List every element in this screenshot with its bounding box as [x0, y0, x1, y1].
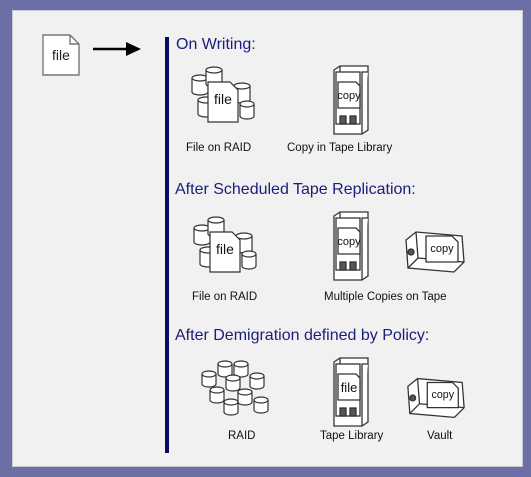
- tape-library-with-copy-icon: copy: [333, 211, 369, 281]
- raid-disks-with-file-icon: file: [193, 216, 257, 273]
- caption-file-on-raid: File on RAID: [186, 142, 252, 154]
- tape-library-with-file-icon: file: [333, 357, 369, 427]
- tape-copy-label: copy: [337, 90, 361, 102]
- tape-file-label: file: [341, 380, 358, 395]
- tape-cartridge-with-copy-icon: copy: [407, 377, 465, 419]
- source-file-label: file: [52, 47, 70, 63]
- caption-multiple-copies-on-tape: Multiple Copies on Tape: [324, 291, 447, 303]
- caption-tape-library: Tape Library: [320, 430, 384, 442]
- raid-disks-with-file-icon: file: [191, 66, 255, 123]
- section-heading-demigration: After Demigration defined by Policy:: [175, 327, 430, 344]
- tape-cartridge-with-copy-icon: copy: [405, 231, 465, 273]
- vault-copy-label: copy: [432, 389, 455, 401]
- caption-file-on-raid: File on RAID: [192, 291, 258, 303]
- tape-library-with-copy-icon: copy: [333, 65, 369, 135]
- tape-copy-label: copy: [337, 236, 361, 248]
- cartridge-copy-label: copy: [430, 243, 454, 255]
- raid-file-label: file: [214, 91, 232, 107]
- divider-line: [165, 37, 169, 453]
- arrow-right-icon: [93, 42, 141, 56]
- caption-copy-in-tape-library: Copy in Tape Library: [287, 142, 393, 154]
- caption-raid: RAID: [228, 430, 256, 442]
- file-document-icon: file: [42, 34, 80, 76]
- section-heading-on-writing: On Writing:: [176, 36, 256, 53]
- raid-disk-array-icon: [201, 360, 269, 416]
- section-heading-tape-replication: After Scheduled Tape Replication:: [175, 181, 416, 198]
- raid-file-label: file: [216, 241, 234, 257]
- caption-vault: Vault: [427, 430, 453, 442]
